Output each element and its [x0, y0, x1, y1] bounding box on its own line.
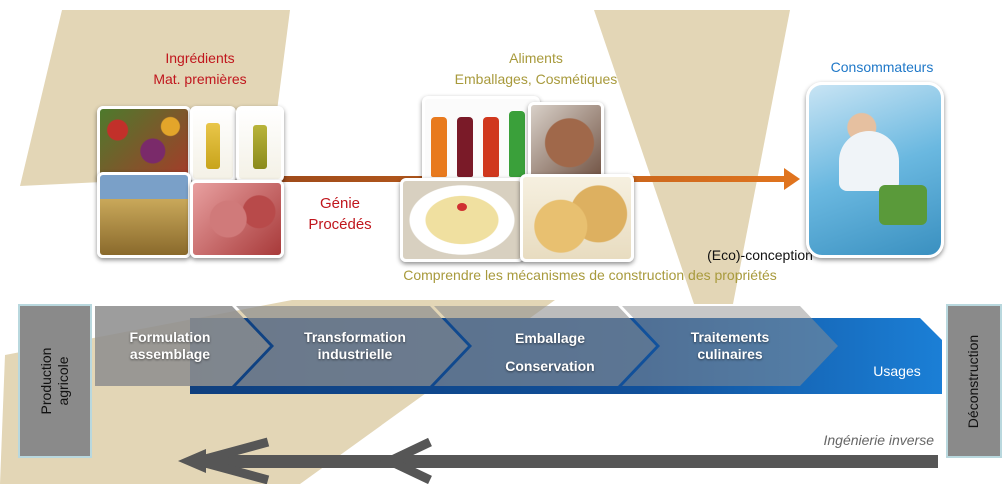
- reverse-arrow-chevron-2: [379, 437, 432, 484]
- process-line-2: Procédés: [308, 216, 372, 233]
- step-emballage-line-2: Conservation: [505, 358, 595, 374]
- step-emballage-line-1: Emballage: [514, 330, 586, 346]
- ingredients-line-2: Mat. premières: [153, 71, 247, 87]
- step-formulation: Formulation assemblage: [105, 329, 235, 363]
- meat-image: [190, 180, 284, 258]
- step-formulation-line-1: Formulation: [129, 329, 211, 345]
- step-transformation: Transformation industrielle: [280, 329, 430, 363]
- wheat-field-image: [97, 172, 191, 258]
- oil-bottle-image: [190, 106, 236, 182]
- eco-conception-label: (Eco)-conception: [707, 247, 813, 263]
- step-traitements: Traitements culinaires: [660, 329, 800, 363]
- chevron-4: [622, 306, 838, 386]
- step-usages: Usages: [873, 363, 921, 379]
- process-arrow-head: [784, 168, 800, 190]
- production-agricole-box: Production agricole: [18, 304, 92, 458]
- process-label: Génie Procédés: [295, 193, 385, 235]
- deconstruction-box: Déconstruction: [946, 304, 1002, 458]
- chevron-1: [95, 306, 270, 386]
- deconstruction-text: Déconstruction: [965, 334, 982, 428]
- beige-shape-funnel: [594, 10, 790, 304]
- step-emballage: Emballage Conservation: [480, 324, 620, 380]
- vegetables-image: [97, 106, 191, 182]
- reverse-arrow-shaft: [198, 455, 938, 468]
- olive-oil-image: [236, 106, 284, 182]
- step-traitements-line-1: Traitements: [690, 329, 770, 345]
- reverse-arrow-chevron-1: [180, 437, 270, 484]
- step-transformation-line-2: industrielle: [317, 346, 393, 362]
- chevron-2: [236, 306, 468, 386]
- process-line-1: Génie: [319, 195, 361, 212]
- understand-label: Comprendre les mécanismes de constructio…: [403, 267, 777, 283]
- consumers-label: Consommateurs: [830, 59, 934, 75]
- consumer-shopping-image: [806, 82, 944, 258]
- step-formulation-line-2: assemblage: [129, 346, 211, 362]
- ingredients-line-1: Ingrédients: [165, 50, 235, 66]
- pasta-image: [400, 178, 524, 262]
- chevron-3: [434, 306, 656, 386]
- reverse-engineering-label: Ingénierie inverse: [823, 432, 934, 448]
- foods-line-2: Emballages, Cosmétiques: [454, 71, 618, 87]
- foods-label: Aliments Emballages, Cosmétiques: [426, 48, 646, 90]
- ingredients-label: Ingrédients Mat. premières: [130, 48, 270, 90]
- step-traitements-line-2: culinaires: [697, 346, 763, 362]
- drinks-image: [422, 96, 540, 188]
- foods-line-1: Aliments: [509, 50, 563, 66]
- biscuits-image: [520, 174, 634, 262]
- production-agricole-text: Production agricole: [38, 347, 71, 415]
- step-transformation-line-1: Transformation: [304, 329, 406, 345]
